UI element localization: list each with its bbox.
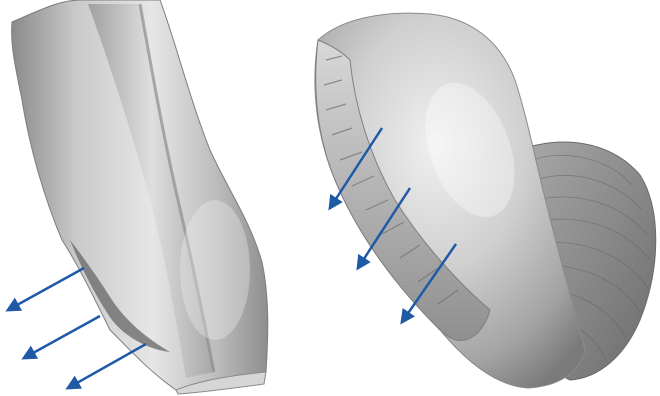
right-view — [315, 13, 656, 388]
left-arrow-1 — [8, 268, 84, 310]
left-arrow-3 — [68, 344, 146, 388]
left-highlight — [180, 200, 250, 340]
left-view — [8, 0, 268, 394]
left-arrow-2 — [24, 316, 100, 358]
